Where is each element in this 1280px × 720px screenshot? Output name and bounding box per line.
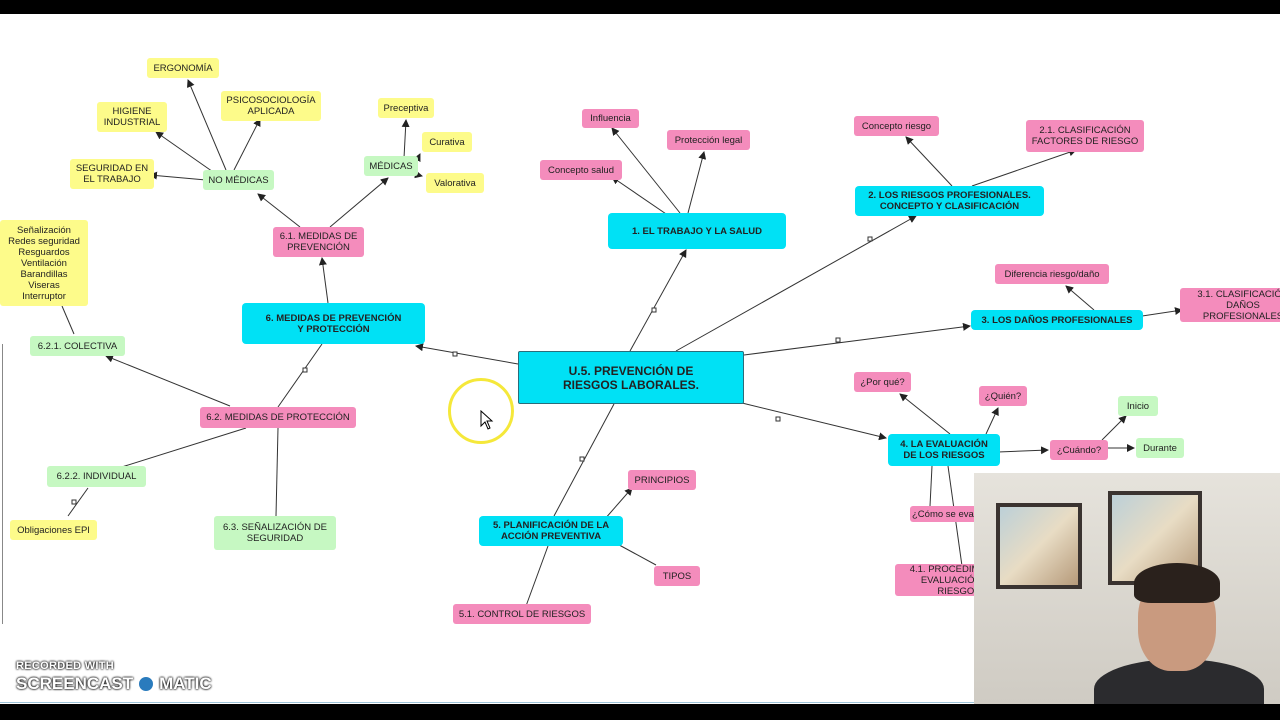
node-medidas-prevencion[interactable]: 6.1. MEDIDAS DE PREVENCIÓN bbox=[273, 227, 364, 257]
node-obligaciones-epi[interactable]: Obligaciones EPI bbox=[10, 520, 97, 540]
node-ergonomia[interactable]: ERGONOMÍA bbox=[147, 58, 219, 78]
node-medicas[interactable]: MÉDICAS bbox=[364, 156, 418, 176]
node-colectiva-list[interactable]: Señalización Redes seguridad Resguardos … bbox=[0, 220, 88, 306]
node-no-medicas[interactable]: NO MÉDICAS bbox=[203, 170, 274, 190]
node-medidas-prevencion-proteccion[interactable]: 6. MEDIDAS DE PREVENCIÓN Y PROTECCIÓN bbox=[242, 303, 425, 344]
node-control-riesgos[interactable]: 5.1. CONTROL DE RIESGOS bbox=[453, 604, 591, 624]
concept-map-canvas[interactable]: U.5. PREVENCIÓN DE RIESGOS LABORALES. 1.… bbox=[0, 14, 1280, 704]
watermark-line1: RECORDED WITH bbox=[16, 660, 115, 672]
node-valorativa[interactable]: Valorativa bbox=[426, 173, 484, 193]
main-topic-node[interactable]: U.5. PREVENCIÓN DE RIESGOS LABORALES. bbox=[518, 351, 744, 404]
node-planificacion[interactable]: 5. PLANIFICACIÓN DE LA ACCIÓN PREVENTIVA bbox=[479, 516, 623, 546]
node-diferencia-riesgo-dano[interactable]: Diferencia riesgo/daño bbox=[995, 264, 1109, 284]
node-senalizacion-seguridad[interactable]: 6.3. SEÑALIZACIÓN DE SEGURIDAD bbox=[214, 516, 336, 550]
node-concepto-salud[interactable]: Concepto salud bbox=[540, 160, 622, 180]
webcam-overlay bbox=[974, 473, 1280, 704]
cursor-highlight-ring bbox=[448, 378, 514, 444]
screencast-logo-icon bbox=[136, 674, 157, 694]
node-por-que[interactable]: ¿Por qué? bbox=[854, 372, 911, 392]
watermark-line2: SCREENCAST MATIC bbox=[16, 674, 212, 694]
node-preceptiva[interactable]: Preceptiva bbox=[378, 98, 434, 118]
webcam-painting-left bbox=[996, 503, 1082, 589]
node-tipos[interactable]: TIPOS bbox=[654, 566, 700, 586]
node-psicosociologia[interactable]: PSICOSOCIOLOGÍA APLICADA bbox=[221, 91, 321, 121]
watermark-matic: MATIC bbox=[159, 674, 212, 693]
watermark-screencast: SCREENCAST bbox=[16, 674, 134, 693]
node-colectiva[interactable]: 6.2.1. COLECTIVA bbox=[30, 336, 125, 356]
bottom-black-bar bbox=[0, 704, 1280, 720]
top-black-bar bbox=[0, 0, 1280, 14]
node-concepto-riesgo[interactable]: Concepto riesgo bbox=[854, 116, 939, 136]
node-medidas-proteccion[interactable]: 6.2. MEDIDAS DE PROTECCIÓN bbox=[200, 407, 356, 428]
node-riesgos-profesionales[interactable]: 2. LOS RIESGOS PROFESIONALES. CONCEPTO Y… bbox=[855, 186, 1044, 216]
node-danos-profesionales[interactable]: 3. LOS DAÑOS PROFESIONALES bbox=[971, 310, 1143, 330]
node-principios[interactable]: PRINCIPIOS bbox=[628, 470, 696, 490]
node-influencia[interactable]: Influencia bbox=[582, 109, 639, 128]
node-inicio[interactable]: Inicio bbox=[1118, 396, 1158, 416]
node-quien[interactable]: ¿Quién? bbox=[979, 386, 1027, 406]
node-higiene-industrial[interactable]: HIGIENE INDUSTRIAL bbox=[97, 102, 167, 132]
node-curativa[interactable]: Curativa bbox=[422, 132, 472, 152]
node-evaluacion-riesgos[interactable]: 4. LA EVALUACIÓN DE LOS RIESGOS bbox=[888, 434, 1000, 466]
screencast-watermark: RECORDED WITH SCREENCAST MATIC bbox=[16, 660, 212, 694]
webcam-person-hair bbox=[1134, 563, 1220, 603]
node-individual[interactable]: 6.2.2. INDIVIDUAL bbox=[47, 466, 146, 487]
canvas-left-edge bbox=[2, 344, 3, 624]
canvas-bottom-edge bbox=[0, 702, 974, 703]
node-durante[interactable]: Durante bbox=[1136, 438, 1184, 458]
node-seguridad-trabajo[interactable]: SEGURIDAD EN EL TRABAJO bbox=[70, 159, 154, 189]
node-clasificacion-factores[interactable]: 2.1. CLASIFICACIÓN FACTORES DE RIESGO bbox=[1026, 120, 1144, 152]
node-trabajo-salud[interactable]: 1. EL TRABAJO Y LA SALUD bbox=[608, 213, 786, 249]
node-cuando[interactable]: ¿Cuándo? bbox=[1050, 440, 1108, 460]
node-proteccion-legal[interactable]: Protección legal bbox=[667, 130, 750, 150]
node-clasificacion-danos[interactable]: 3.1. CLASIFICACIÓN DAÑOS PROFESIONALES bbox=[1180, 288, 1280, 322]
mouse-pointer-icon bbox=[480, 410, 494, 430]
